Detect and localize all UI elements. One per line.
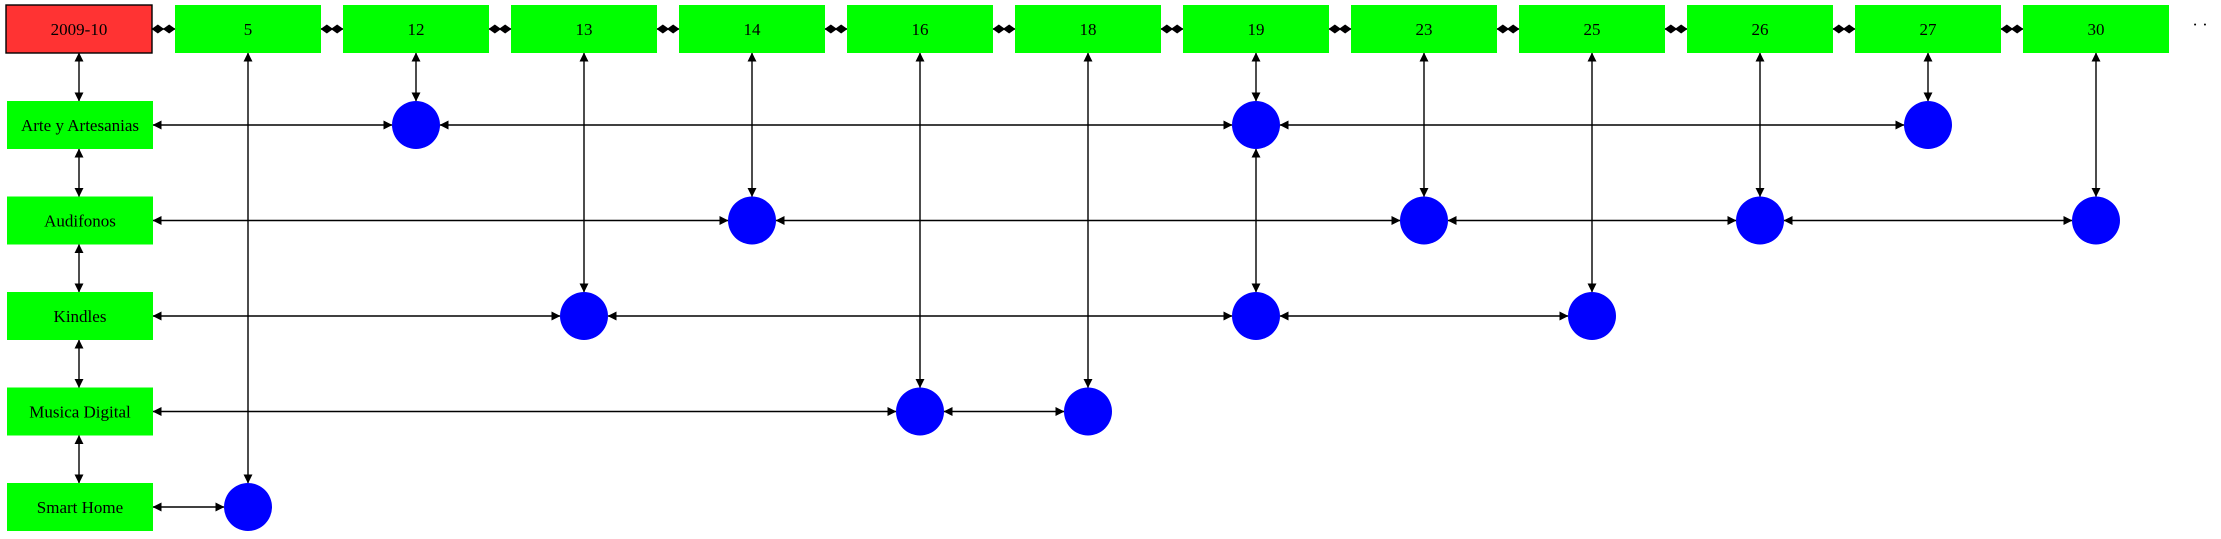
day-node-5-label: 5 — [244, 20, 253, 39]
day-node-25-label: 25 — [1584, 20, 1601, 39]
day-node-18-label: 18 — [1080, 20, 1097, 39]
event-dot-kindles-25[interactable] — [1568, 292, 1616, 340]
day-node-16-box — [847, 5, 993, 53]
day-node-13[interactable]: 13 — [511, 5, 657, 53]
day-node-30-box — [2023, 5, 2169, 53]
day-node-18[interactable]: 18 — [1015, 5, 1161, 53]
day-node-25-box — [1519, 5, 1665, 53]
day-node-23-box — [1351, 5, 1497, 53]
event-dot-musica-digital-18[interactable] — [1064, 387, 1112, 436]
root-node-box — [5, 4, 153, 54]
event-dot-kindles-13[interactable] — [560, 292, 608, 340]
event-dot-kindles-19[interactable] — [1232, 292, 1280, 340]
day-node-26[interactable]: 26 — [1687, 5, 1833, 53]
root-node-label: 2009-10 — [51, 20, 108, 39]
day-node-23[interactable]: 23 — [1351, 5, 1497, 53]
day-node-16-label: 16 — [912, 20, 929, 39]
event-dot-audifonos-26[interactable] — [1736, 196, 1784, 245]
category-node-musica-digital-label: Musica Digital — [29, 403, 131, 422]
category-node-audifonos-label: Audifonos — [44, 212, 116, 231]
category-node-audifonos[interactable]: Audifonos — [7, 196, 153, 245]
continuation-dots: · · — [2192, 15, 2208, 34]
event-dot-audifonos-30[interactable] — [2072, 196, 2120, 245]
category-node-arte-y-artesanias[interactable]: Arte y Artesanias — [7, 101, 153, 149]
day-node-30[interactable]: 30 — [2023, 5, 2169, 53]
day-node-19[interactable]: 19 — [1183, 5, 1329, 53]
day-node-14-label: 14 — [744, 20, 762, 39]
category-node-kindles[interactable]: Kindles — [7, 292, 153, 340]
day-node-26-box — [1687, 5, 1833, 53]
day-node-27-label: 27 — [1920, 20, 1938, 39]
edges — [74, 24, 2101, 512]
event-dot-audifonos-23[interactable] — [1400, 196, 1448, 245]
category-node-smart-home[interactable]: Smart Home — [7, 483, 153, 531]
category-node-musica-digital[interactable]: Musica Digital — [7, 387, 153, 436]
category-node-kindles-label: Kindles — [54, 307, 107, 326]
category-node-arte-y-artesanias-box — [7, 101, 153, 149]
event-dot-arte-y-artesanias-19[interactable] — [1232, 101, 1280, 149]
day-node-16[interactable]: 16 — [847, 5, 993, 53]
day-node-19-label: 19 — [1248, 20, 1265, 39]
event-dot-smart-home-5[interactable] — [224, 483, 272, 531]
day-node-14-box — [679, 5, 825, 53]
day-node-14[interactable]: 14 — [679, 5, 825, 53]
category-node-audifonos-box — [7, 196, 153, 245]
day-node-12[interactable]: 12 — [343, 5, 489, 53]
event-dot-arte-y-artesanias-12[interactable] — [392, 101, 440, 149]
root-node[interactable]: 2009-10 — [5, 4, 153, 54]
category-node-smart-home-label: Smart Home — [37, 498, 123, 517]
day-node-27[interactable]: 27 — [1855, 5, 2001, 53]
category-node-kindles-box — [7, 292, 153, 340]
day-node-30-label: 30 — [2088, 20, 2105, 39]
day-node-19-box — [1183, 5, 1329, 53]
day-node-12-label: 12 — [408, 20, 425, 39]
event-dot-arte-y-artesanias-27[interactable] — [1904, 101, 1952, 149]
event-dot-musica-digital-16[interactable] — [896, 387, 944, 436]
day-node-26-label: 26 — [1752, 20, 1769, 39]
day-node-27-box — [1855, 5, 2001, 53]
day-node-13-box — [511, 5, 657, 53]
day-node-18-box — [1015, 5, 1161, 53]
day-node-23-label: 23 — [1416, 20, 1433, 39]
day-node-13-label: 13 — [576, 20, 593, 39]
day-node-12-box — [343, 5, 489, 53]
event-dot-audifonos-14[interactable] — [728, 196, 776, 245]
category-node-arte-y-artesanias-label: Arte y Artesanias — [21, 116, 139, 135]
day-node-25[interactable]: 25 — [1519, 5, 1665, 53]
day-node-5-box — [175, 5, 321, 53]
category-node-musica-digital-box — [7, 387, 153, 436]
category-node-smart-home-box — [7, 483, 153, 531]
day-node-5[interactable]: 5 — [175, 5, 321, 53]
